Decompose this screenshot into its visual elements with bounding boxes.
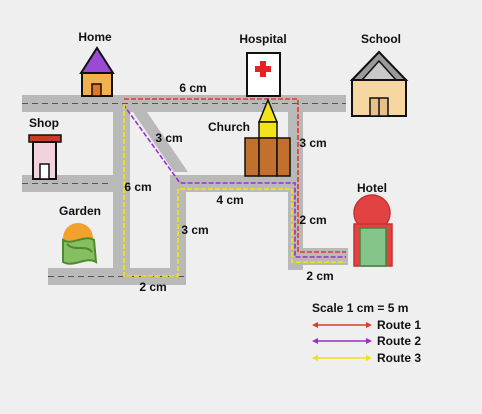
hospital-icon — [246, 52, 281, 97]
legend-route-3-label: Route 3 — [377, 351, 421, 365]
garden-label: Garden — [59, 204, 101, 218]
distance-bottom-left: 2 cm — [139, 280, 166, 294]
church-icon — [244, 98, 291, 177]
route-2-path — [122, 103, 346, 258]
distance-diagonal: 3 cm — [155, 131, 182, 145]
distance-middle-horizontal: 4 cm — [216, 193, 243, 207]
home-icon — [79, 46, 115, 97]
distance-right-vertical: 2 cm — [299, 213, 326, 227]
legend-route-1-label: Route 1 — [377, 318, 421, 332]
legend-scale: Scale 1 cm = 5 m — [312, 301, 408, 315]
legend-route-1: Route 1 — [312, 318, 421, 332]
legend-route-3: Route 3 — [312, 351, 421, 365]
hotel-icon — [353, 194, 393, 267]
legend-route-2-label: Route 2 — [377, 334, 421, 348]
distance-hospital-down: 3 cm — [299, 136, 326, 150]
route-3-path — [123, 104, 346, 277]
school-label: School — [361, 32, 401, 46]
road-center-lines — [22, 103, 346, 277]
garden-icon — [62, 223, 98, 265]
distance-middle-vertical: 3 cm — [181, 223, 208, 237]
shop-icon — [28, 134, 62, 180]
legend: Scale 1 cm = 5 m Route 1 Route 2 Route 3 — [312, 301, 421, 365]
distance-left-vertical: 6 cm — [124, 180, 151, 194]
hotel-label: Hotel — [357, 181, 387, 195]
shop-label: Shop — [29, 116, 59, 130]
legend-route-2: Route 2 — [312, 334, 421, 348]
distance-home-hospital: 6 cm — [179, 81, 206, 95]
distance-bottom-right: 2 cm — [306, 269, 333, 283]
home-label: Home — [78, 30, 112, 44]
route-1-path — [124, 98, 346, 253]
hospital-label: Hospital — [239, 32, 286, 46]
church-label: Church — [208, 120, 250, 134]
school-icon — [349, 50, 409, 117]
